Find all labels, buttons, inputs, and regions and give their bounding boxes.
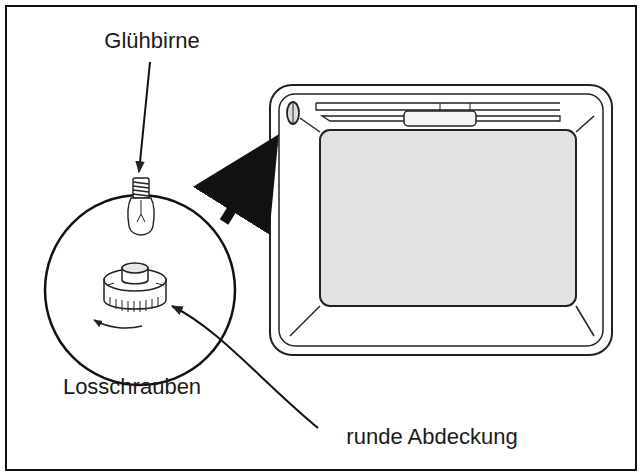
round-cover (104, 263, 166, 312)
pointer-arrow (224, 142, 274, 222)
part-label: Glühbirne (104, 28, 199, 53)
part-label: Losschrauben (63, 374, 201, 399)
frame (6, 6, 636, 470)
leader-line (139, 62, 150, 172)
bulb-symbol (128, 178, 155, 235)
detail-circle (45, 195, 235, 385)
oven-front (270, 85, 612, 355)
part-label: runde Abdeckung (346, 424, 517, 449)
rotation-arrow (94, 320, 142, 328)
leader-line (172, 306, 318, 428)
